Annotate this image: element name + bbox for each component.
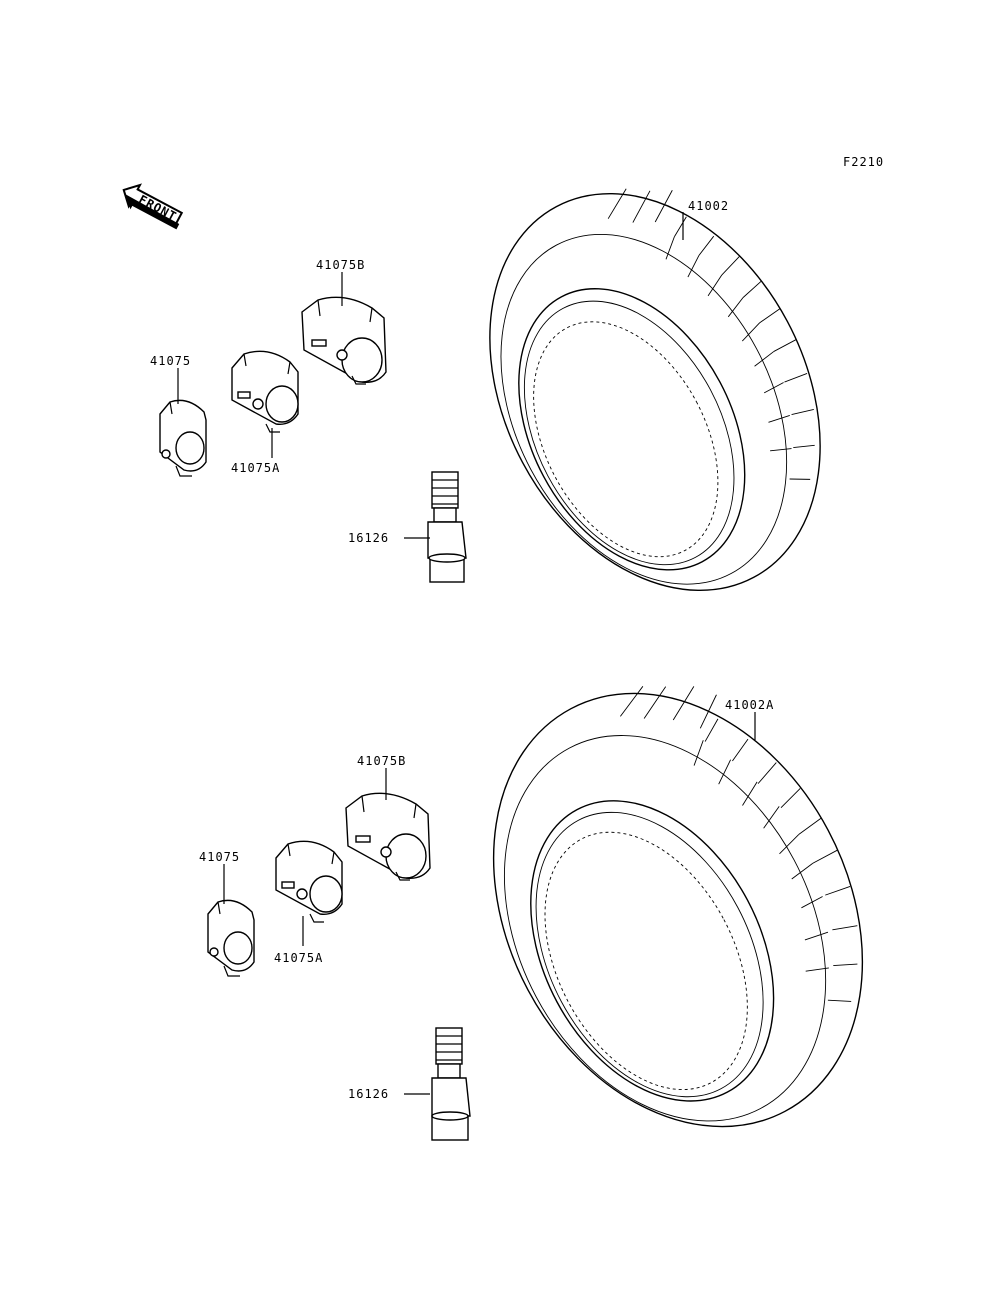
label-valve-16126-top: 16126 bbox=[348, 531, 389, 545]
label-weight-41075-bottom: 41075 bbox=[199, 850, 240, 864]
front-arrow-icon: FRONT bbox=[122, 183, 184, 230]
figure-code: F2210 bbox=[843, 155, 884, 169]
weight-41075b-bottom-icon bbox=[345, 792, 431, 881]
label-valve-16126-bottom: 16126 bbox=[348, 1087, 389, 1101]
label-weight-41075-top: 41075 bbox=[150, 354, 191, 368]
weight-41075a-bottom-icon bbox=[275, 840, 343, 923]
label-weight-41075b-bottom: 41075B bbox=[357, 754, 406, 768]
label-weight-41075a-bottom: 41075A bbox=[274, 951, 323, 965]
label-tire-41002a: 41002A bbox=[725, 698, 774, 712]
weight-41075a-icon bbox=[231, 350, 299, 433]
top-assembly: 41002 41075B 41075A bbox=[150, 188, 821, 592]
valve-16126-bottom-icon bbox=[431, 1027, 471, 1141]
label-tire-41002: 41002 bbox=[688, 199, 729, 213]
valve-16126-icon bbox=[427, 471, 467, 583]
weight-41075b-icon bbox=[301, 296, 387, 385]
label-weight-41075b-top: 41075B bbox=[316, 258, 365, 272]
weight-41075-bottom-icon bbox=[207, 899, 255, 977]
bottom-assembly: 41002A 41075B 41075A bbox=[199, 686, 864, 1141]
weight-41075-icon bbox=[159, 399, 207, 477]
tire-41002 bbox=[489, 188, 821, 592]
label-weight-41075a-top: 41075A bbox=[231, 461, 280, 475]
tire-41002a bbox=[492, 686, 864, 1128]
